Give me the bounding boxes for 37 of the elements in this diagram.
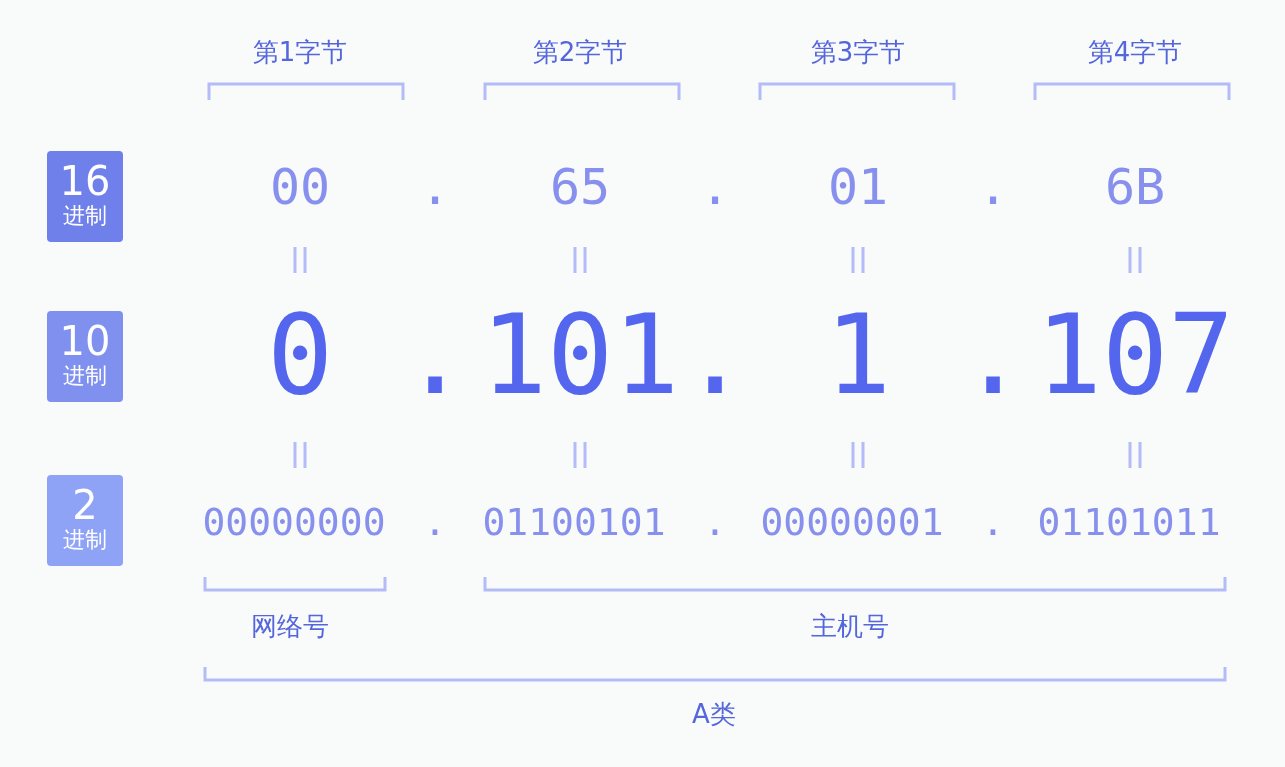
bracket-label: A类 <box>692 701 736 727</box>
column-header: 第3字节 <box>810 39 906 65</box>
base-number: 10 <box>58 321 112 361</box>
row-badge <box>47 311 123 402</box>
separator-dot: . <box>703 503 727 541</box>
row-badge <box>47 475 123 566</box>
separator-dot: . <box>699 162 731 212</box>
separator-dot: . <box>977 162 1009 212</box>
decimal-value: 101 <box>480 300 680 410</box>
hex-value: 65 <box>549 162 611 212</box>
decimal-value: 107 <box>1035 300 1235 410</box>
base-caption: 进制 <box>62 529 108 551</box>
separator-dot: . <box>419 162 451 212</box>
binary-value: 00000000 <box>202 503 386 541</box>
decimal-value: 0 <box>266 300 334 410</box>
separator-dot: . <box>959 300 1027 410</box>
separator-dot: . <box>401 300 469 410</box>
hex-value: 00 <box>269 162 331 212</box>
column-header: 第1字节 <box>252 39 348 65</box>
hex-value: 01 <box>827 162 889 212</box>
bracket-label: 网络号 <box>251 613 329 639</box>
base-number: 2 <box>71 485 99 525</box>
binary-value: 01101011 <box>1037 503 1221 541</box>
base-caption: 进制 <box>62 205 108 227</box>
column-header: 第4字节 <box>1087 39 1183 65</box>
base-number: 16 <box>58 161 112 201</box>
binary-value: 01100101 <box>482 503 666 541</box>
decimal-value: 1 <box>824 300 892 410</box>
separator-dot: . <box>681 300 749 410</box>
bracket-label: 主机号 <box>811 613 889 639</box>
base-caption: 进制 <box>62 365 108 387</box>
separator-dot: . <box>423 503 447 541</box>
binary-value: 00000001 <box>760 503 944 541</box>
column-header: 第2字节 <box>532 39 628 65</box>
hex-value: 6B <box>1104 162 1166 212</box>
row-badge <box>47 151 123 242</box>
separator-dot: . <box>981 503 1005 541</box>
